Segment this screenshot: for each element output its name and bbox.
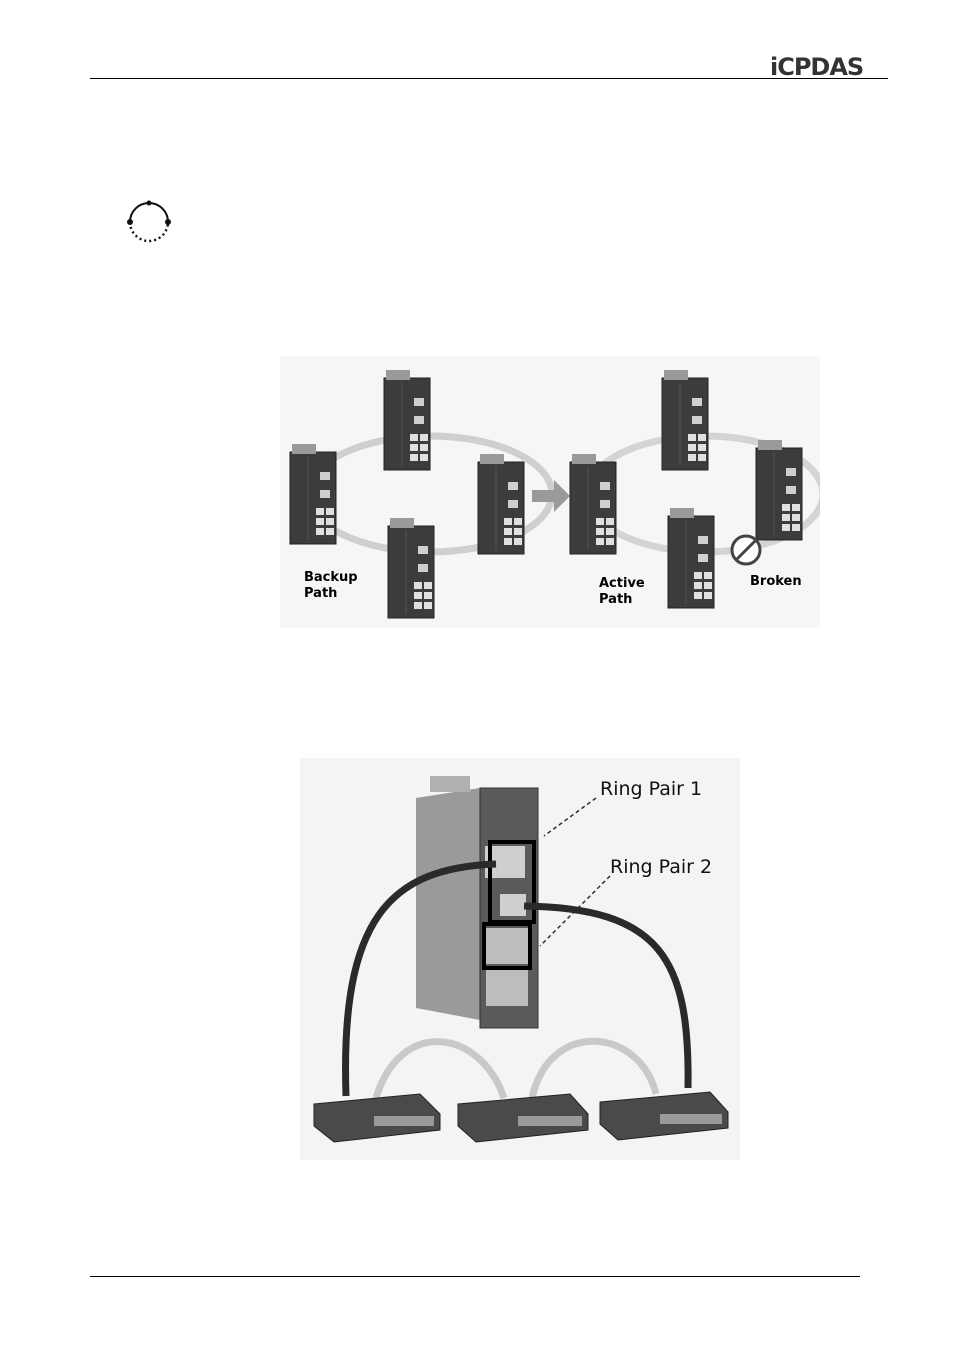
ring-bullet-icon: [127, 200, 171, 243]
svg-text:iCPDAS: iCPDAS: [770, 53, 863, 78]
label-ring-pair-1: Ring Pair 1: [600, 778, 703, 800]
label-backup-path: Backup Path: [304, 570, 358, 601]
header-rule: [90, 78, 888, 79]
label-broken: Broken: [750, 574, 802, 589]
ring-pairs-figure: Ring Pair 1 Ring Pair 2: [300, 758, 740, 1160]
ring-redundancy-figure: Backup Path Active Path Broken: [280, 356, 820, 628]
icpdas-logo: iCPDAS: [770, 53, 864, 78]
footer-rule: [90, 1276, 860, 1277]
label-active-path: Active Path: [599, 576, 645, 607]
label-ring-pair-2: Ring Pair 2: [610, 856, 713, 878]
